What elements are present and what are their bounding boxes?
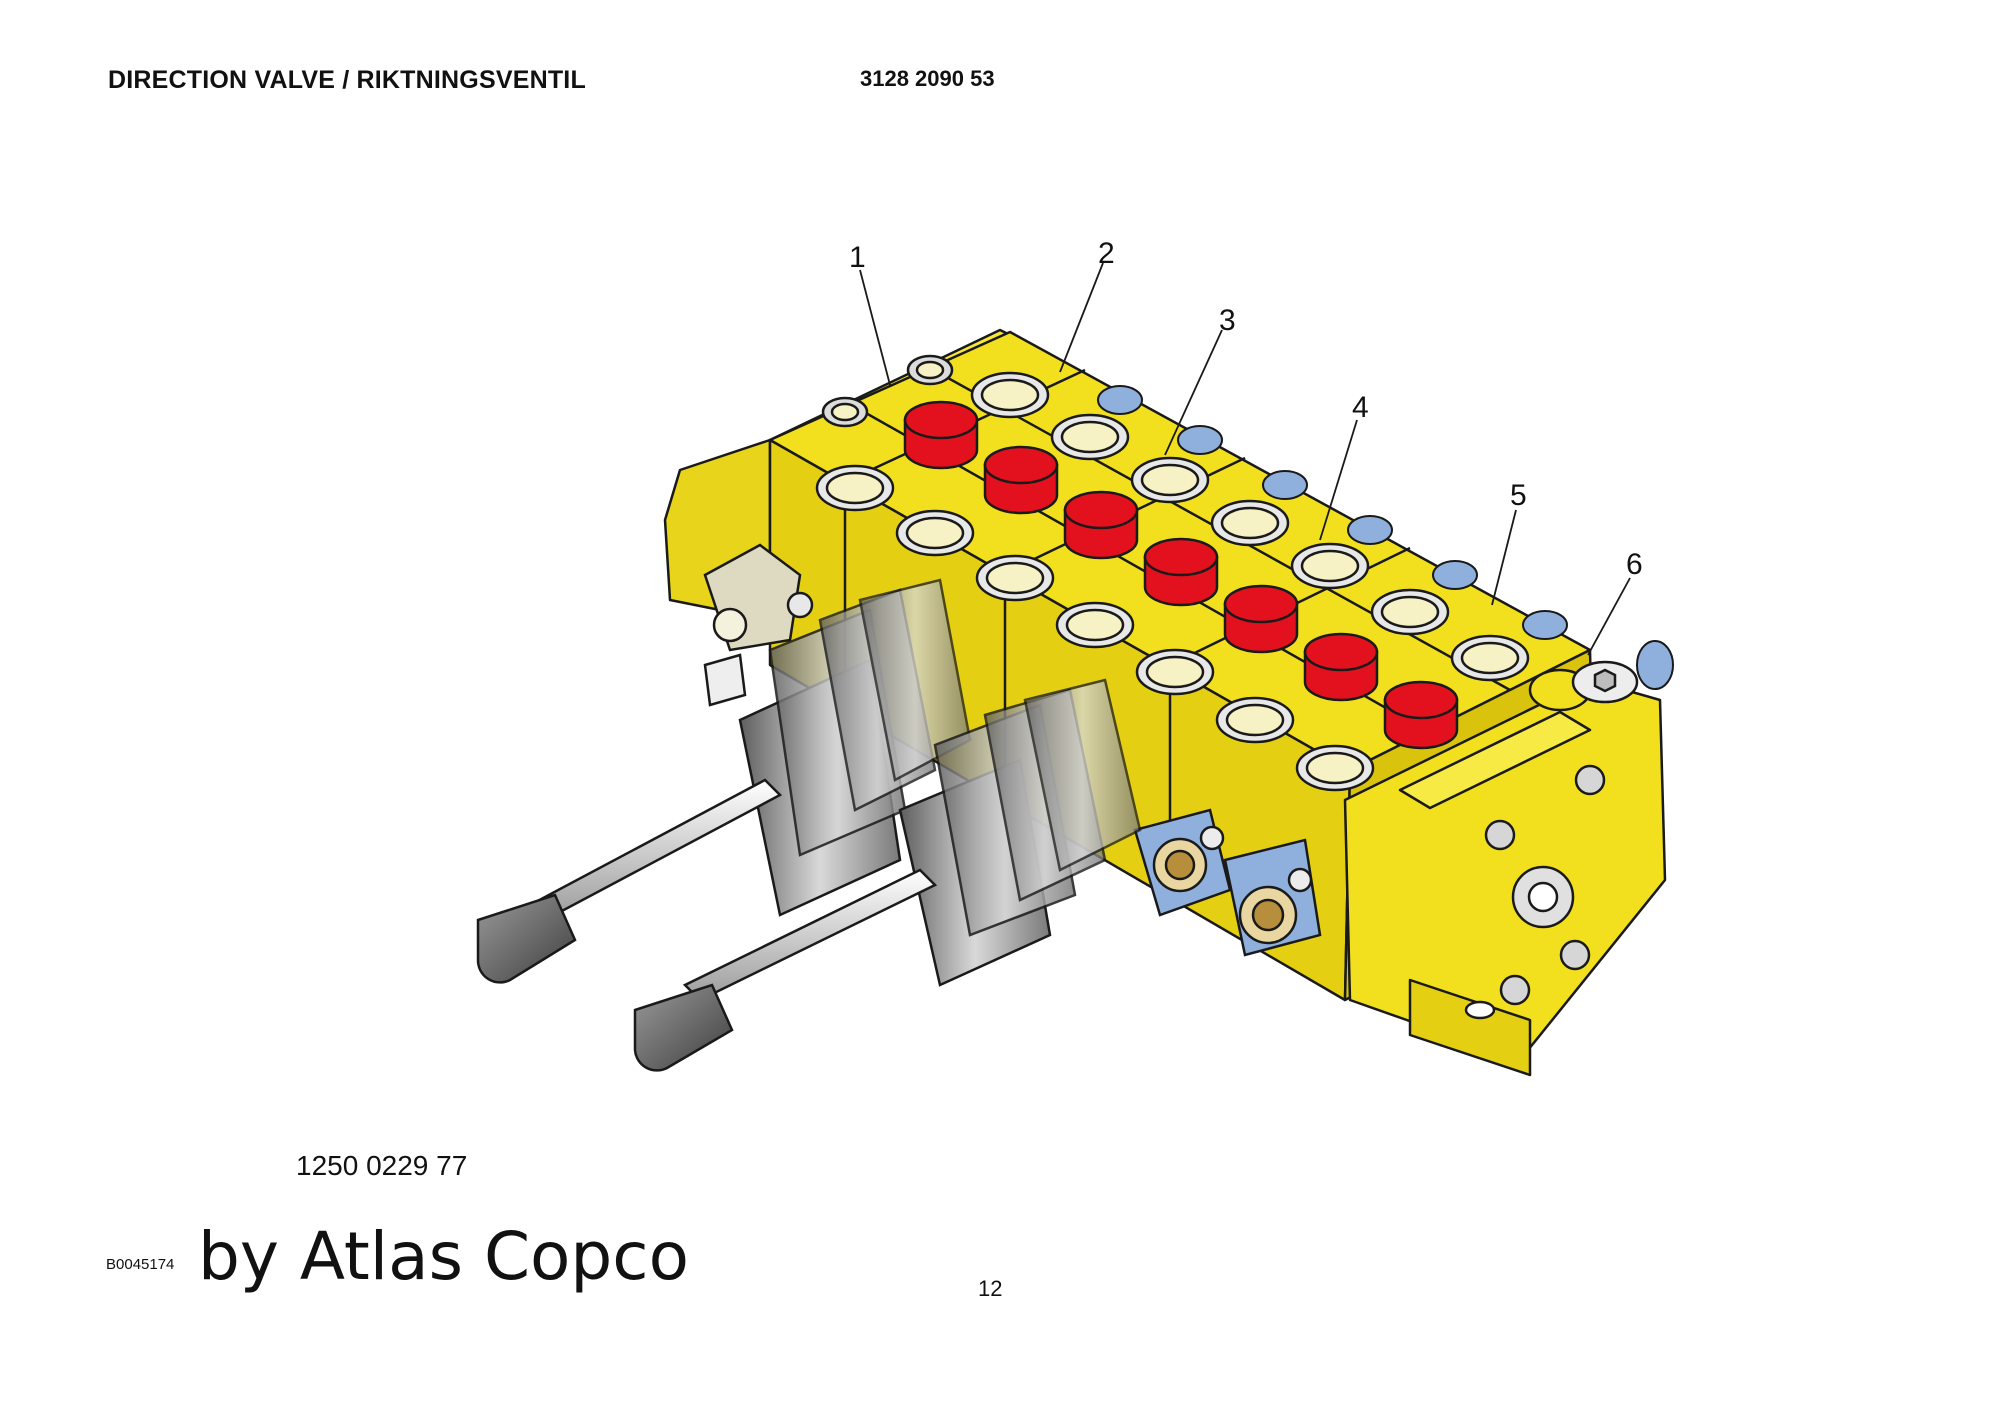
callout-4: 4 [1352,391,1369,424]
end-plug [1484,660,1639,1006]
ports [815,354,1530,792]
rear-fittings [1097,385,1674,690]
callout-6: 6 [1626,548,1643,581]
brand-watermark: by Atlas Copco [198,1218,689,1295]
callout-2: 2 [1098,237,1115,270]
document-title: DIRECTION VALVE / RIKTNINGSVENTIL [108,66,586,94]
part-number: 3128 2090 53 [860,66,995,91]
red-caps [903,400,1459,750]
page-number: 12 [978,1276,1003,1301]
article-number: 1250 0229 77 [296,1150,468,1181]
bellows-1 [738,578,972,917]
front-fittings [1133,808,1322,957]
callout-5: 5 [1510,479,1527,512]
callout-leaders [859,262,1631,656]
image-id: B0045174 [106,1256,175,1273]
lever-linkage [703,543,814,707]
bellows-2 [898,678,1142,987]
callout-3: 3 [1219,304,1236,337]
lever-handles [476,778,938,1072]
callout-1: 1 [849,241,866,274]
